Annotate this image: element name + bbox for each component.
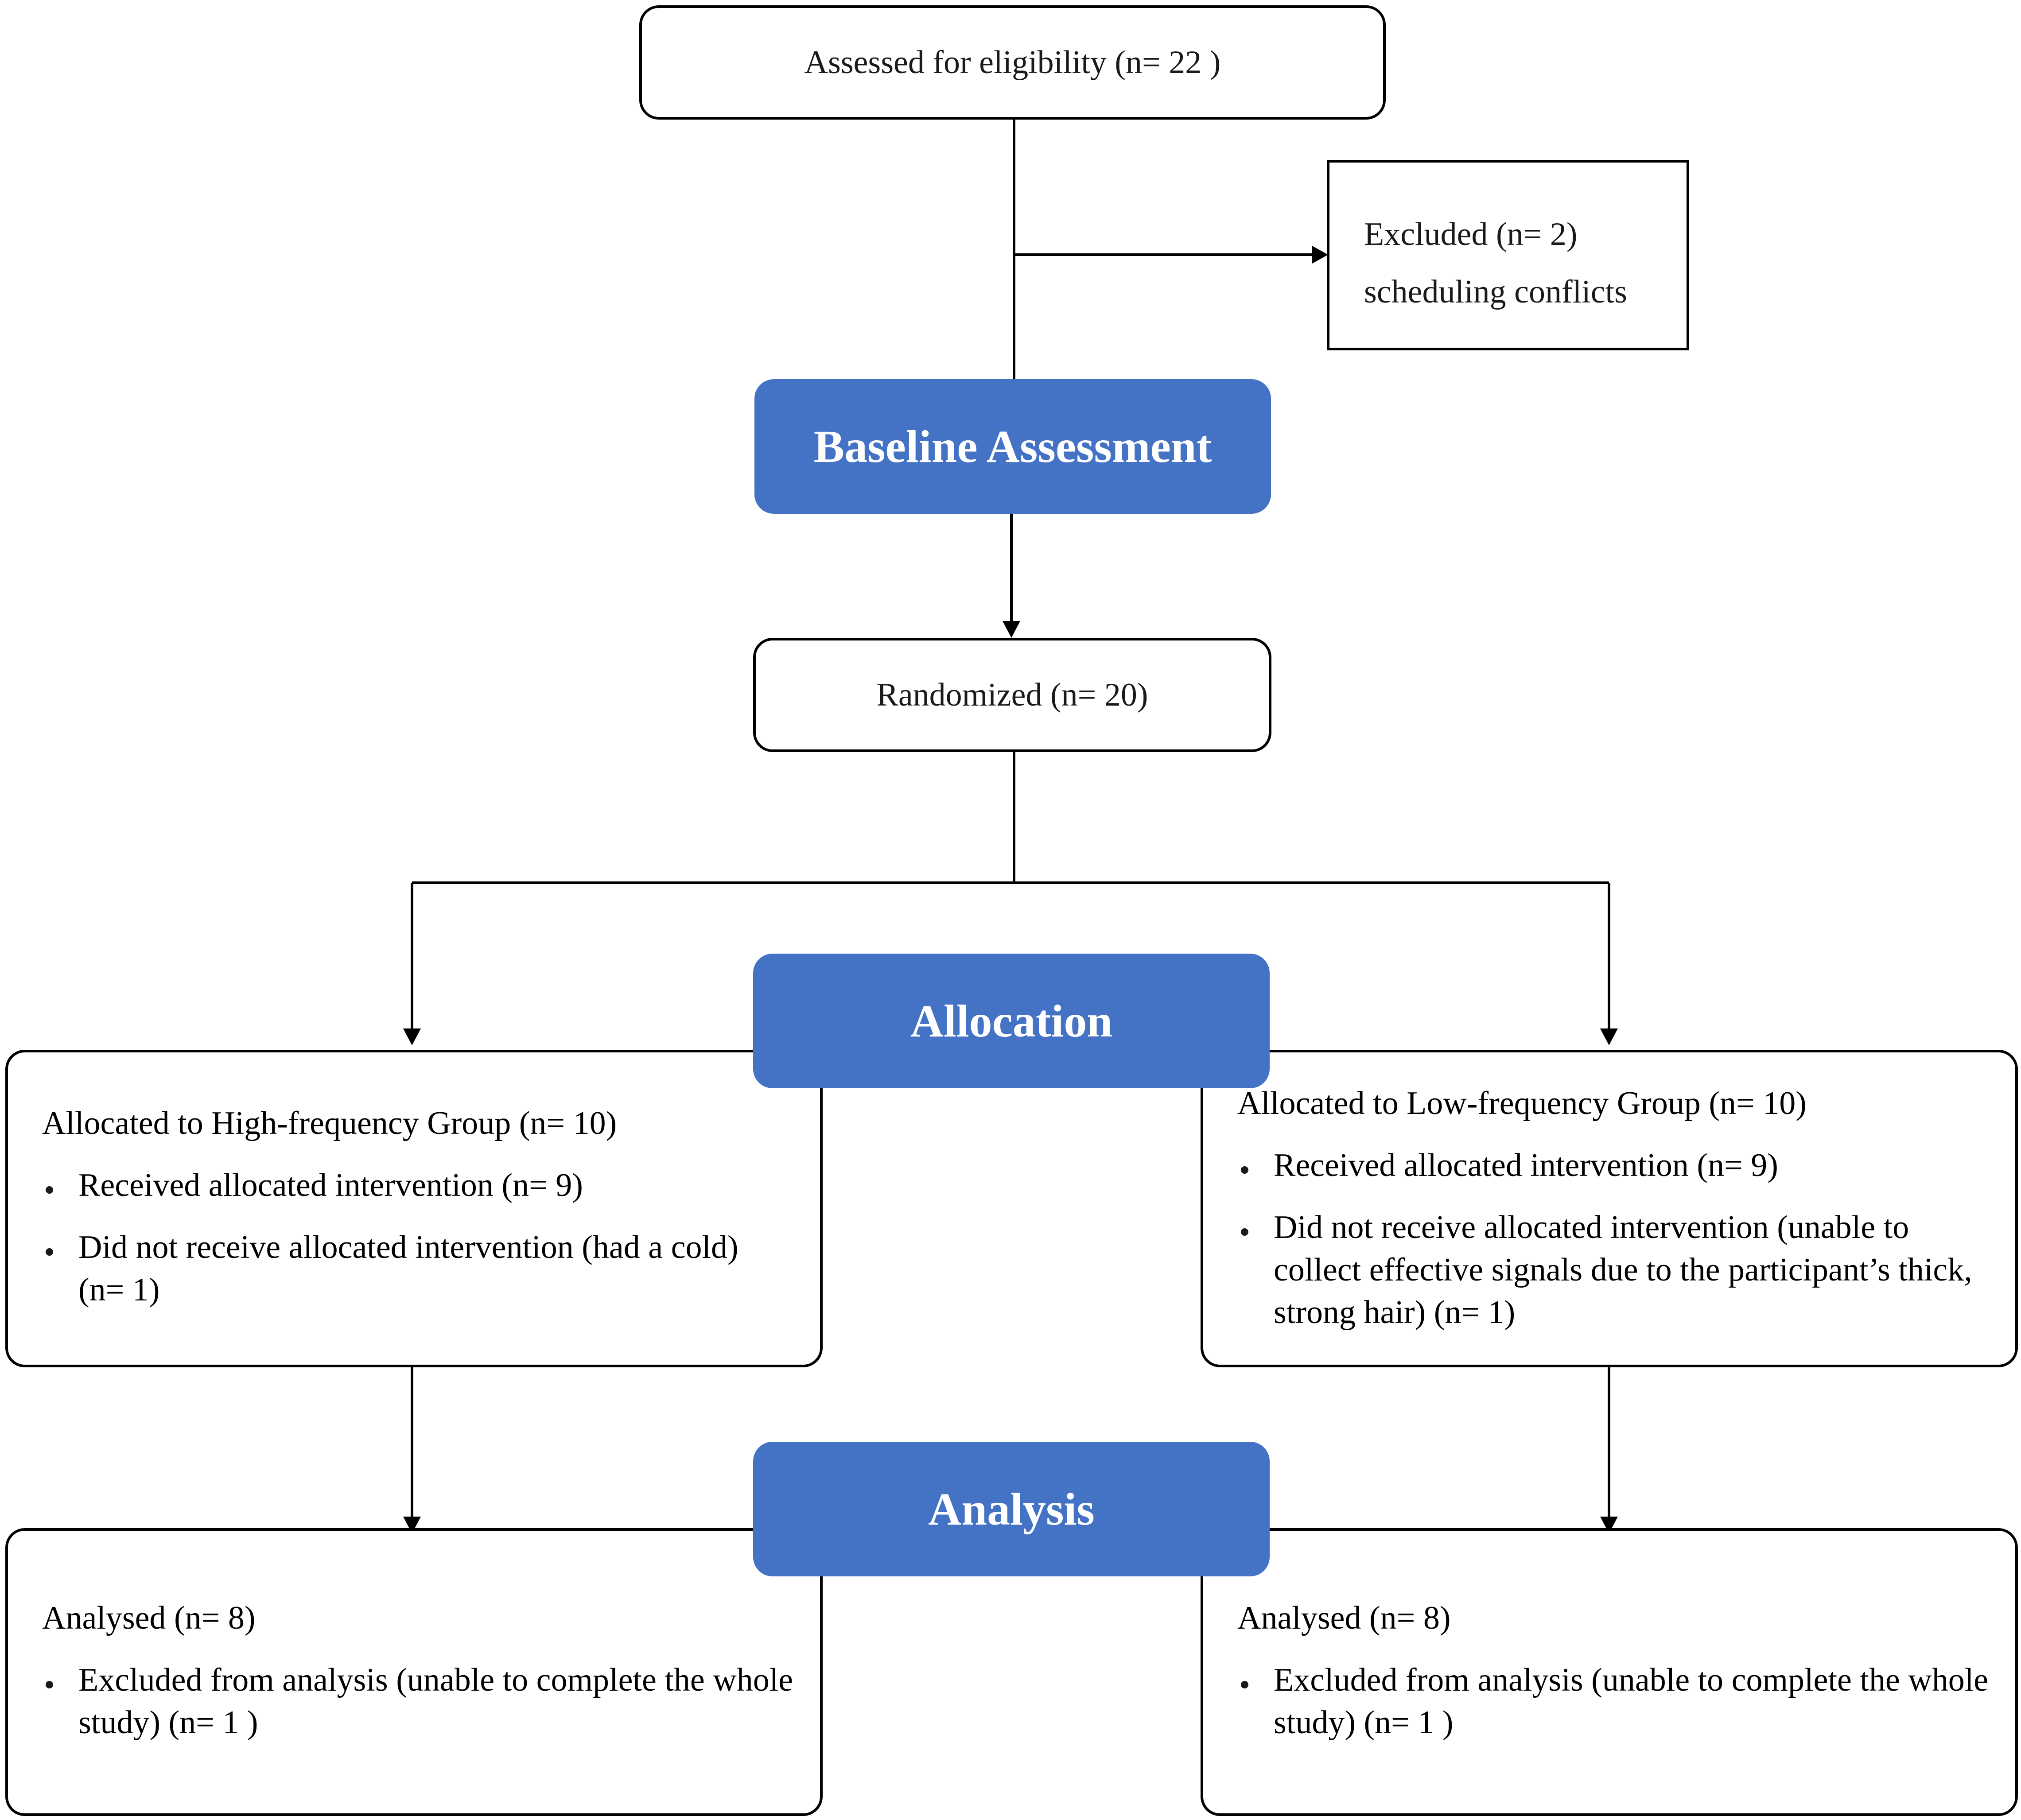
allocation-stage: Allocation	[753, 954, 1270, 1088]
allocation-high-bullet-received: Received allocated intervention (n= 9)	[42, 1164, 795, 1207]
arrowhead-right-allocation	[1600, 1028, 1618, 1045]
analysis-high-content: Analysed (n= 8) Excluded from analysis (…	[42, 1597, 795, 1744]
allocation-low-list: Received allocated intervention (n= 9) D…	[1237, 1144, 1999, 1334]
arrowhead-right-analysis	[1600, 1517, 1618, 1533]
allocation-low-title: Allocated to Low-frequency Group (n= 10)	[1237, 1085, 1807, 1121]
randomized-box: Randomized (n= 20)	[753, 638, 1271, 752]
analysis-high-box	[5, 1528, 823, 1816]
excluded-box: Excluded (n= 2) scheduling conflicts	[1327, 160, 1689, 350]
allocation-low-content: Allocated to Low-frequency Group (n= 10)…	[1237, 1082, 1999, 1334]
analysis-low-list: Excluded from analysis (unable to comple…	[1237, 1659, 1999, 1744]
analysis-low-content: Analysed (n= 8) Excluded from analysis (…	[1237, 1597, 1999, 1744]
arrowhead-left-allocation	[403, 1028, 421, 1045]
analysis-low-bullet-excluded: Excluded from analysis (unable to comple…	[1237, 1659, 1991, 1744]
excluded-count: Excluded (n= 2)	[1364, 216, 1578, 252]
excluded-reason: scheduling conflicts	[1364, 274, 1627, 310]
analysis-high-bullet-excluded: Excluded from analysis (unable to comple…	[42, 1659, 796, 1744]
analysis-high-title: Analysed (n= 8)	[42, 1600, 256, 1636]
baseline-assessment-stage: Baseline Assessment	[754, 379, 1271, 514]
allocation-high-bullet-not-received: Did not receive allocated intervention (…	[42, 1226, 743, 1311]
allocation-label: Allocation	[910, 995, 1113, 1047]
allocation-high-box	[5, 1050, 823, 1367]
arrowhead-excluded	[1312, 246, 1328, 264]
analysis-stage: Analysis	[753, 1442, 1270, 1576]
arrowhead-left-analysis	[403, 1517, 421, 1533]
allocation-low-box	[1201, 1050, 2018, 1367]
eligibility-text: Assessed for eligibility (n= 22 )	[804, 44, 1221, 81]
allocation-high-title: Allocated to High-frequency Group (n= 10…	[42, 1105, 617, 1141]
baseline-assessment-label: Baseline Assessment	[813, 421, 1212, 472]
analysis-label: Analysis	[928, 1483, 1095, 1535]
randomized-text: Randomized (n= 20)	[876, 677, 1148, 713]
allocation-low-bullet-not-received: Did not receive allocated intervention (…	[1237, 1206, 2000, 1334]
arrowhead-randomized	[1003, 621, 1020, 638]
eligibility-box: Assessed for eligibility (n= 22 )	[639, 5, 1386, 120]
allocation-high-content: Allocated to High-frequency Group (n= 10…	[42, 1102, 795, 1311]
allocation-high-list: Received allocated intervention (n= 9) D…	[42, 1164, 795, 1311]
allocation-low-bullet-received: Received allocated intervention (n= 9)	[1237, 1144, 1999, 1187]
analysis-low-box	[1201, 1528, 2018, 1816]
analysis-high-list: Excluded from analysis (unable to comple…	[42, 1659, 795, 1744]
analysis-low-title: Analysed (n= 8)	[1237, 1600, 1451, 1636]
